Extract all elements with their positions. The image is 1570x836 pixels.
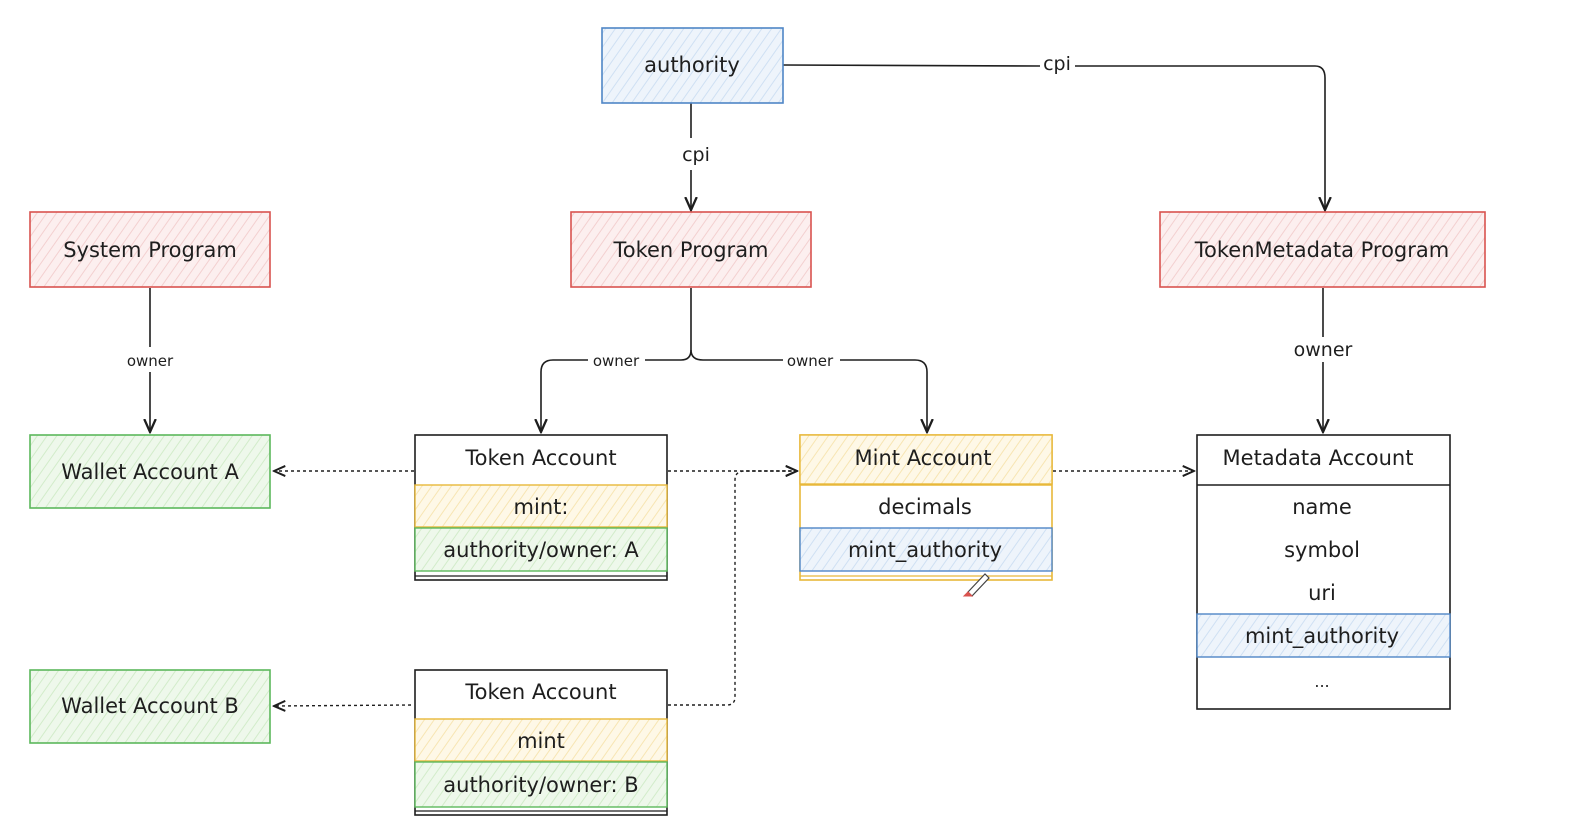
wallet-account-b-node: Wallet Account B — [29, 669, 271, 744]
token-metadata-program-node: TokenMetadata Program — [1159, 211, 1486, 288]
mint-account-mint-authority: mint_authority — [848, 538, 1002, 563]
wallet-account-a-label: Wallet Account A — [61, 460, 239, 484]
token-account-a: Token Account mint: authority/owner: A — [414, 434, 668, 581]
metadata-field-ellipsis: ... — [1314, 672, 1329, 691]
token-metadata-program-label: TokenMetadata Program — [1194, 238, 1449, 262]
system-program-node: System Program — [29, 211, 271, 288]
authority-node: authority — [601, 27, 784, 104]
edge-label-cpi-right: cpi — [1043, 53, 1071, 75]
metadata-field-uri: uri — [1308, 581, 1336, 605]
edge-label-owner-token-right: owner — [787, 352, 834, 370]
mint-account-decimals: decimals — [878, 495, 972, 519]
edge-label-owner-system: owner — [127, 352, 174, 370]
metadata-field-symbol: symbol — [1284, 538, 1360, 562]
token-account-b-mint: mint — [517, 729, 565, 753]
edges-layer: cpi cpi owner owner owner owner — [127, 53, 1353, 706]
metadata-field-mint-authority: mint_authority — [1245, 624, 1399, 649]
authority-label: authority — [644, 53, 740, 77]
metadata-account: Metadata Account name symbol uri mint_au… — [1196, 434, 1451, 710]
edge-authority-metadata-program — [782, 64, 1325, 210]
metadata-account-title: Metadata Account — [1223, 446, 1414, 470]
mint-account: Mint Account decimals mint_authority — [799, 434, 1053, 581]
token-account-b-owner: authority/owner: B — [443, 773, 638, 797]
token-account-a-mint: mint: — [514, 495, 569, 519]
edge-label-owner-metadata: owner — [1294, 339, 1353, 361]
token-account-a-title: Token Account — [464, 446, 616, 470]
edge-token-program-mint-account — [690, 349, 927, 432]
system-program-label: System Program — [63, 238, 237, 262]
token-account-b-title: Token Account — [464, 680, 616, 704]
token-account-b: Token Account mint authority/owner: B — [414, 669, 668, 816]
token-program-label: Token Program — [612, 238, 768, 262]
wallet-account-a-node: Wallet Account A — [29, 434, 271, 509]
token-account-a-owner: authority/owner: A — [443, 538, 639, 562]
metadata-field-name: name — [1292, 495, 1352, 519]
token-program-node: Token Program — [570, 211, 812, 288]
mint-account-title: Mint Account — [855, 446, 992, 470]
edge-token-account-b-mint — [668, 471, 797, 706]
edge-token-account-b-wallet-b — [274, 705, 412, 706]
edge-label-cpi-down: cpi — [682, 144, 710, 166]
edge-label-owner-token-left: owner — [593, 352, 640, 370]
wallet-account-b-label: Wallet Account B — [61, 694, 239, 718]
pen-cursor-icon — [962, 573, 990, 597]
